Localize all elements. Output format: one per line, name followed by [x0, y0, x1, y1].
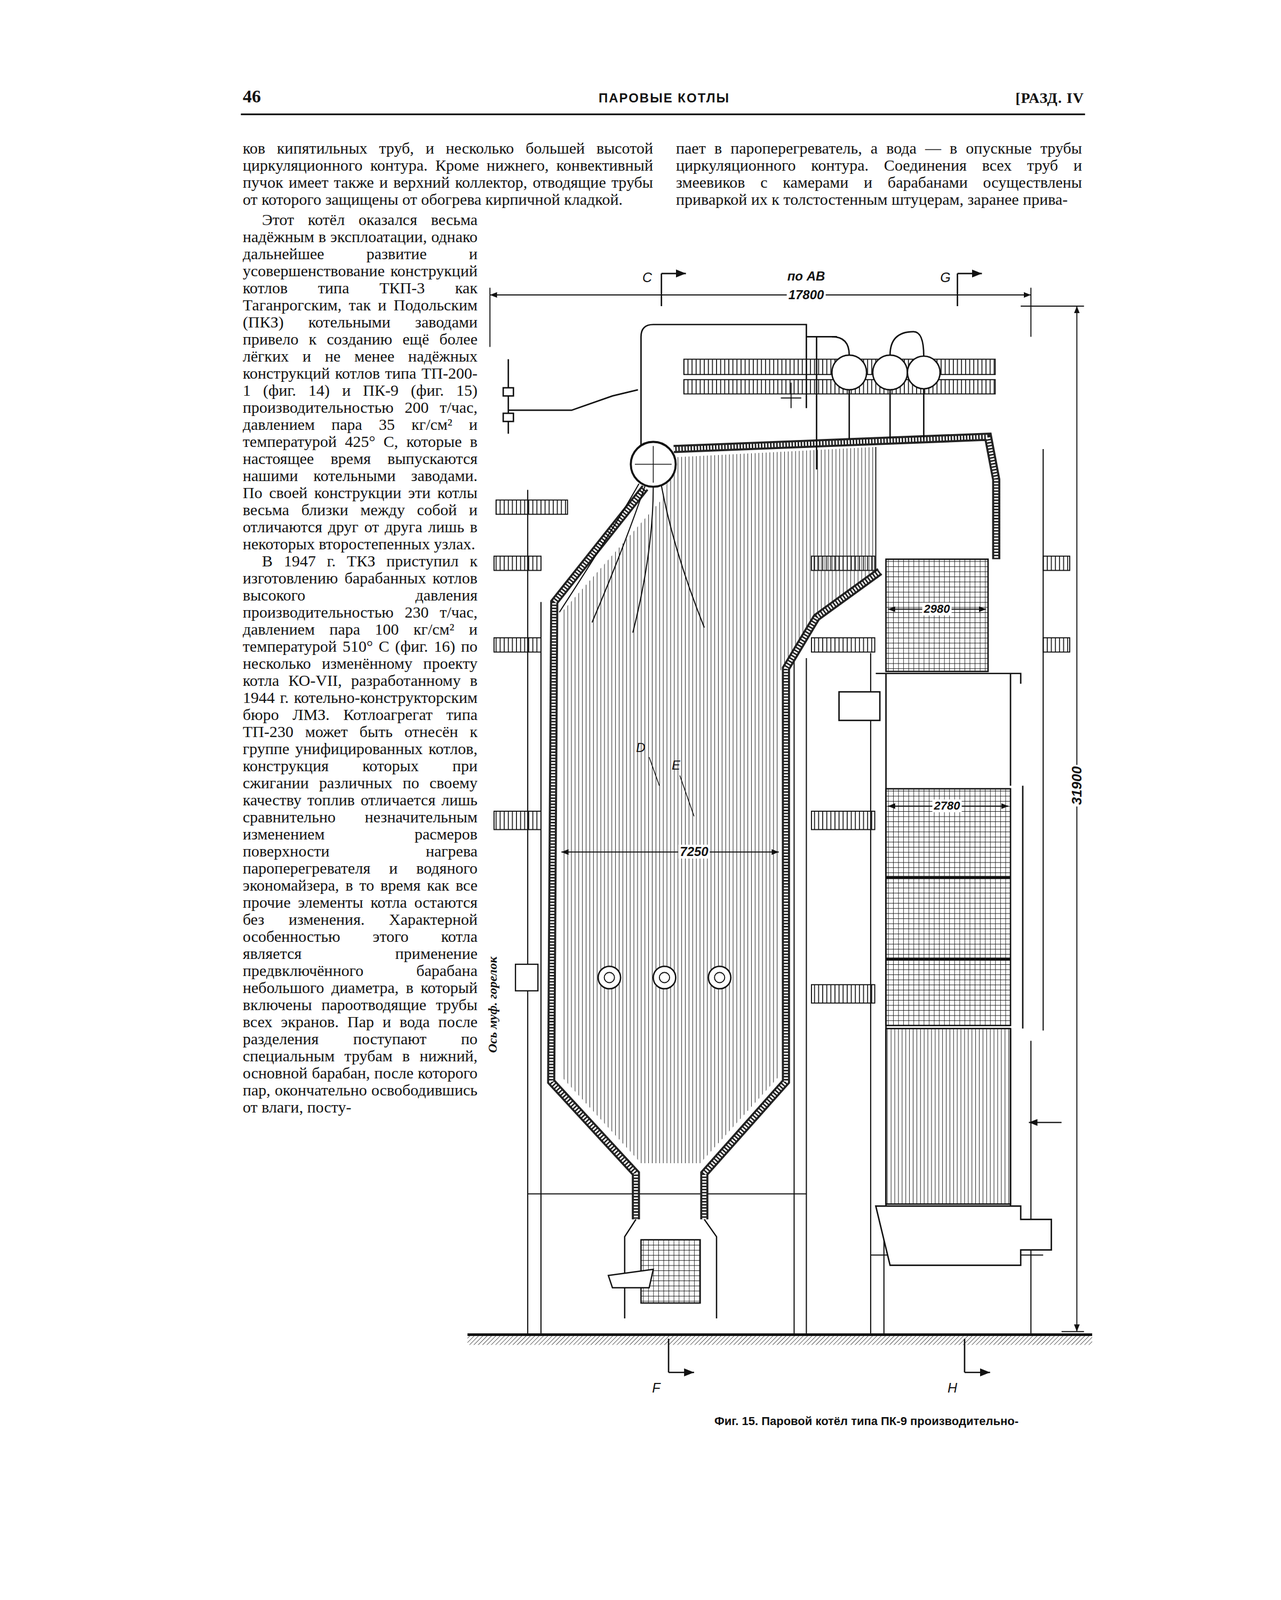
platform-grating-part — [811, 638, 875, 653]
ground-line-part — [467, 1333, 1093, 1337]
body-paragraph: пает в пароперегреватель, а вода — в опу… — [675, 139, 1082, 209]
furnace-tubes-part — [561, 447, 876, 1164]
platform-grating-part — [1043, 638, 1070, 653]
platform-grating-part — [494, 556, 541, 571]
burners-part — [659, 972, 670, 983]
axis-note: Ось муф. горелок — [485, 957, 501, 1054]
piping-part — [508, 359, 639, 435]
convective-shaft-part — [1028, 1122, 1062, 1124]
ground-line — [467, 1334, 1093, 1346]
piping-part — [781, 383, 802, 409]
section-marks-part — [660, 273, 663, 307]
burners — [515, 964, 731, 992]
ash-hopper — [608, 1219, 717, 1319]
dimension-lines-part — [1076, 306, 1078, 1333]
section-marks-part — [957, 272, 983, 275]
convective-shaft-part — [875, 673, 1021, 684]
convective-shaft-part — [839, 691, 881, 721]
burners-part — [653, 966, 676, 990]
dimension-label: 2980 — [922, 602, 952, 616]
piping-part — [503, 387, 514, 396]
convective-shaft-part — [886, 877, 1011, 960]
platform-grating-part — [494, 811, 541, 830]
piping-part — [831, 355, 867, 391]
section-marks-part — [661, 272, 687, 275]
dimension-label: 7250 — [678, 845, 710, 859]
section-letter: H — [947, 1380, 958, 1397]
point-letter: E — [671, 758, 681, 774]
dimension-lines-part — [561, 852, 779, 854]
platform-grating-part — [494, 638, 541, 653]
furnace-wall-part — [875, 447, 877, 572]
piping-part — [907, 356, 941, 389]
body-paragraph: В 1947 г. ТКЗ приступил к изготовлению б… — [242, 552, 478, 1117]
steam-drum-part — [630, 441, 676, 487]
section-marks-part — [956, 273, 959, 307]
dimension-lines — [489, 288, 1084, 1333]
body-paragraph: ков кипятильных труб, и несколько больше… — [242, 139, 654, 209]
dimension-label: 2780 — [932, 799, 962, 813]
ground-line-part — [467, 1335, 1093, 1346]
platform-grating-part — [496, 500, 568, 515]
piping-part — [872, 355, 908, 391]
burners-part — [598, 966, 621, 990]
convective-shaft-part — [886, 789, 1011, 1026]
dimension-lines-part — [649, 757, 695, 817]
burners-part — [714, 972, 725, 983]
steam-drum-part — [634, 446, 672, 483]
body-paragraph: Этот котёл оказался весьма надёжным в эк… — [242, 211, 478, 553]
section-marks-part — [668, 1372, 695, 1374]
dimension-lines-part — [489, 294, 1031, 296]
platform-grating-part — [811, 811, 875, 830]
header-rule-part — [241, 113, 1086, 116]
section-marks-part — [964, 1372, 991, 1374]
dimension-label: 31900 — [1069, 765, 1085, 807]
section-marks-part — [964, 1339, 966, 1373]
convective-shaft-part — [886, 559, 989, 672]
convective-shaft-part — [886, 673, 1023, 1207]
dimension-label: 17800 — [786, 288, 826, 302]
burners-part — [708, 966, 731, 990]
dimension-lines-part — [1020, 306, 1085, 1333]
platform-grating-part — [1043, 556, 1070, 571]
figure-caption: Фиг. 15. Паровой котёл типа ПК-9 произво… — [714, 1414, 1019, 1429]
section-marks — [661, 273, 991, 1373]
convective-shaft — [839, 559, 1062, 1266]
dimension-note: по AB — [787, 268, 826, 284]
ash-hopper-part — [608, 1269, 654, 1288]
section-letter: C — [642, 269, 652, 286]
steam-drum — [559, 441, 705, 633]
running-head: ПАРОВЫЕ КОТЛЫ — [598, 90, 730, 106]
furnace-tubes — [561, 447, 876, 1164]
convective-shaft-part — [875, 1206, 1052, 1266]
section-letter: F — [651, 1380, 660, 1397]
ash-hopper-part — [624, 1219, 717, 1319]
section-mark: [РАЗД. IV — [1015, 89, 1085, 107]
piping-part — [640, 324, 837, 470]
steam-drum-part — [559, 483, 705, 633]
piping — [503, 324, 941, 470]
piping-part — [831, 331, 924, 440]
point-letter: D — [635, 740, 646, 756]
convective-shaft-part — [886, 1029, 1011, 1205]
header-rule — [241, 113, 1086, 115]
page-number: 46 — [242, 85, 261, 107]
piping-part — [503, 413, 514, 422]
section-marks-part — [667, 1339, 670, 1373]
burners-part — [604, 972, 615, 983]
section-letter: G — [940, 269, 951, 286]
burners-part — [515, 964, 538, 992]
dimension-lines-part — [489, 288, 1031, 348]
platform-grating-part — [811, 984, 875, 1004]
